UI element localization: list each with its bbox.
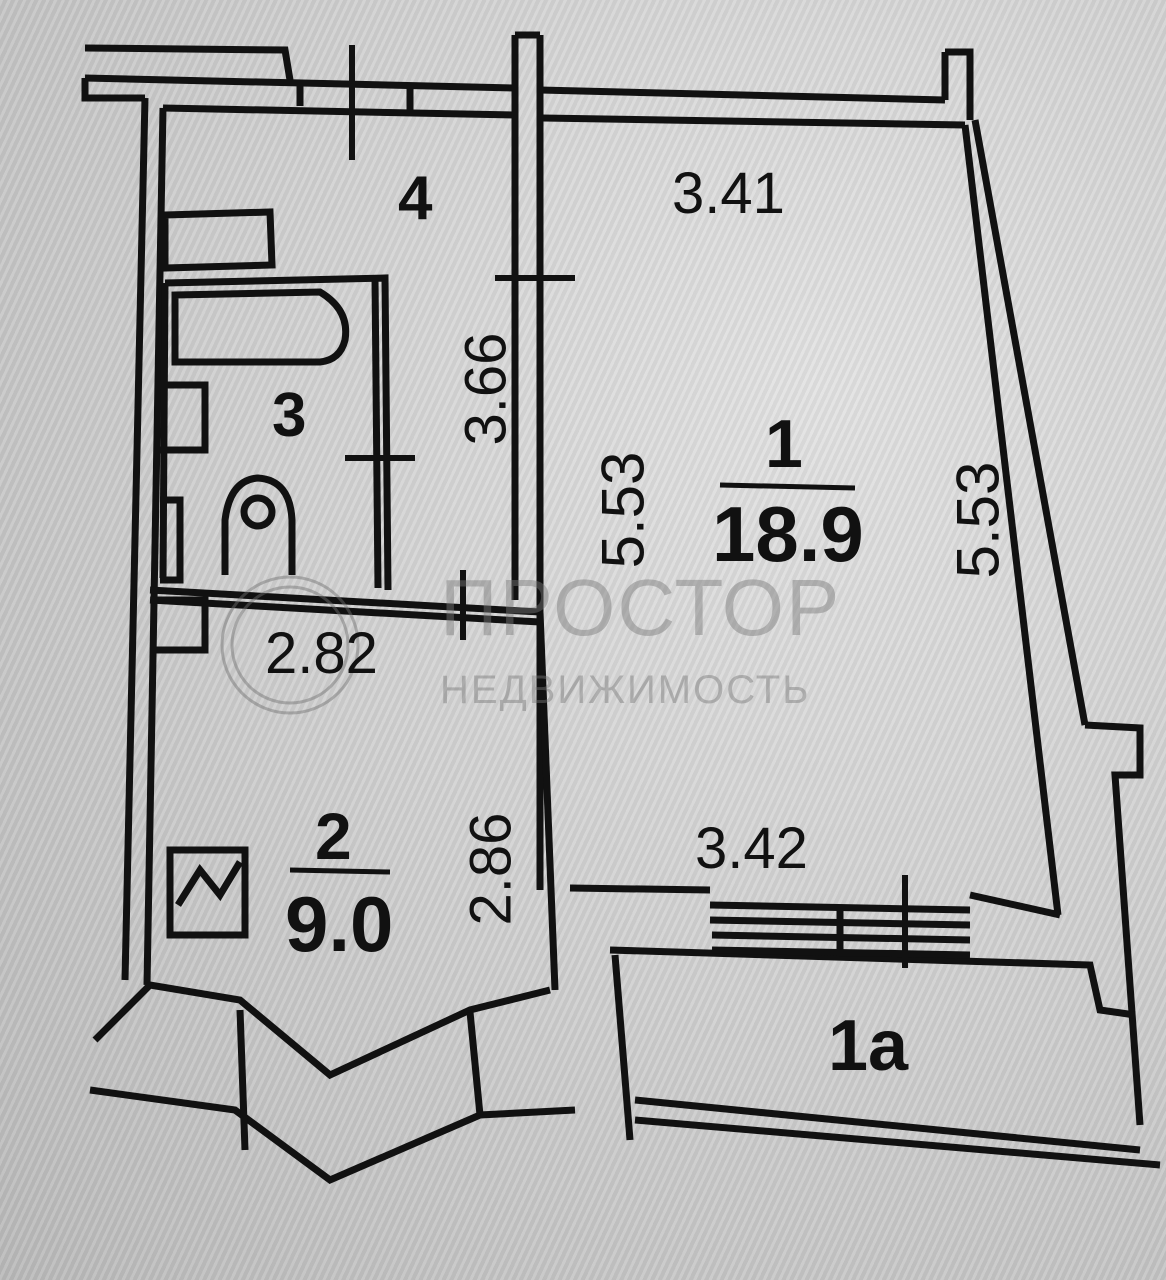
room-1-number: 1 bbox=[765, 406, 803, 482]
watermark-title: ПРОСТОР bbox=[440, 563, 842, 652]
dim-hall-length: 3.66 bbox=[453, 332, 519, 446]
dim-kitchen-length: 2.86 bbox=[458, 812, 524, 926]
watermark-subtitle: НЕДВИЖИМОСТЬ bbox=[440, 668, 811, 712]
dim-room1-bottom: 3.42 bbox=[695, 816, 808, 881]
dim-room1-top: 3.41 bbox=[672, 161, 785, 226]
room-4-number: 4 bbox=[398, 164, 433, 233]
room-3-number: 3 bbox=[272, 381, 307, 450]
dim-room1-right: 5.53 bbox=[944, 461, 1012, 579]
room-2-number: 2 bbox=[315, 799, 352, 873]
room-1-area: 18.9 bbox=[712, 490, 864, 578]
dim-kitchen-width: 2.82 bbox=[265, 621, 378, 686]
room-2-area: 9.0 bbox=[285, 880, 394, 968]
room-1a-number: 1a bbox=[828, 1006, 909, 1086]
dim-room1-left: 5.53 bbox=[589, 451, 657, 569]
